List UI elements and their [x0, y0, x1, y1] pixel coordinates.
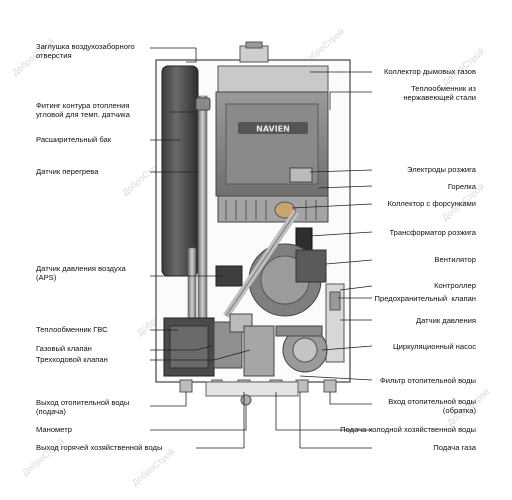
- label-stainless-exchanger: Теплообменник из нержавеющей стали: [403, 84, 476, 102]
- label-pressure-sensor: Датчик давления: [415, 316, 476, 325]
- label-flue-collector: Коллектор дымовых газов: [383, 67, 476, 76]
- label-heating-filter: Фильтр отопительной воды: [379, 376, 476, 385]
- label-burner: Горелка: [447, 182, 476, 191]
- label-hot-water-outlet: Выход горячей хозяйственной воды: [36, 443, 163, 452]
- expansion-tank-part: [161, 65, 199, 277]
- flue-collector-part: [217, 65, 329, 93]
- label-gas-valve: Газовый клапан: [36, 344, 92, 353]
- leader-lines-left: [150, 47, 251, 449]
- return-connector: [323, 379, 337, 393]
- label-safety-valve: Предохранительный клапан: [374, 294, 476, 303]
- nozzle-part: [274, 201, 296, 219]
- brand-logo: NAVIEN: [256, 125, 290, 134]
- label-ignition-transformer: Трансформатор розжига: [389, 228, 476, 237]
- label-heating-return: Вход отопительной воды (обратка): [388, 397, 476, 415]
- three-way-valve-part: [243, 325, 275, 377]
- label-fan: Вентилятор: [434, 255, 476, 264]
- label-circulation-pump: Циркуляционный насос: [393, 342, 476, 351]
- heating-pipe: [197, 95, 208, 319]
- leader-lines-right: [275, 71, 373, 449]
- label-gas-inlet: Подача газа: [433, 443, 476, 452]
- label-heating-outlet: Выход отопительной воды (подача): [36, 398, 130, 416]
- label-air-pressure-sensor: Датчик давления воздуха (APS): [36, 264, 126, 282]
- burner-part: [217, 195, 329, 223]
- fitting-part: [195, 97, 211, 111]
- label-ignition-electrodes: Электроды розжига: [406, 165, 476, 174]
- heating-outlet-connector: [179, 379, 193, 393]
- label-heating-circuit-fitting: Фитинг контура отопления угловой для тем…: [36, 101, 130, 119]
- label-three-way-valve: Трехходовой клапан: [36, 355, 108, 364]
- label-overheat-sensor: Датчик перегрева: [36, 167, 99, 176]
- label-cold-water-inlet: Подача холодной хозяйственной воды: [340, 425, 476, 434]
- label-nozzle-manifold: Коллектор с форсунками: [387, 199, 477, 208]
- electrodes-part: [289, 167, 313, 183]
- label-controller: Контроллер: [434, 281, 476, 290]
- label-air-intake-plug: Заглушка воздухозаборного отверстия: [36, 42, 135, 60]
- manometer-part: [240, 394, 252, 406]
- label-expansion-tank: Расширительный бак: [36, 135, 112, 144]
- label-dhw-heat-exchanger: Теплообменник ГВС: [36, 325, 108, 334]
- label-pressure-gauge: Манометр: [36, 425, 72, 434]
